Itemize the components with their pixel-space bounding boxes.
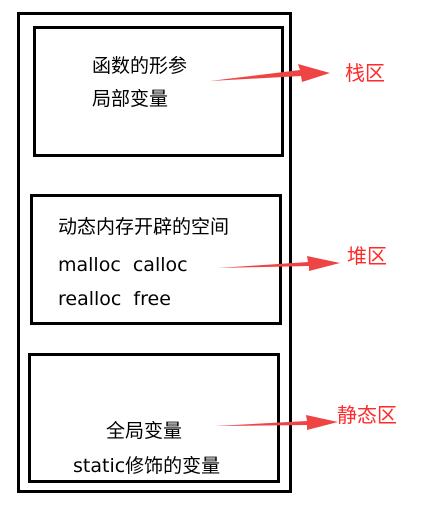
heap-line-dynamic: 动态内存开辟的空间 — [58, 216, 230, 238]
stack-line-params: 函数的形参 — [92, 55, 188, 77]
heap-arrow — [218, 256, 340, 271]
static-region-box — [28, 353, 280, 483]
static-line-globals: 全局变量 — [106, 420, 183, 442]
memory-layout-container — [17, 12, 292, 493]
heap-line-malloc-calloc: malloc calloc — [58, 254, 188, 276]
heap-region-box — [30, 194, 282, 325]
static-arrow — [215, 415, 338, 430]
static-line-static-vars: static修饰的变量 — [73, 455, 221, 477]
stack-line-locals: 局部变量 — [92, 88, 169, 110]
stack-area-label: 栈区 — [345, 61, 385, 85]
static-area-label: 静态区 — [337, 403, 397, 427]
stack-region-box — [33, 26, 284, 157]
heap-area-label: 堆区 — [347, 244, 387, 268]
heap-line-realloc-free: realloc free — [58, 288, 171, 310]
stack-arrow — [210, 64, 330, 82]
